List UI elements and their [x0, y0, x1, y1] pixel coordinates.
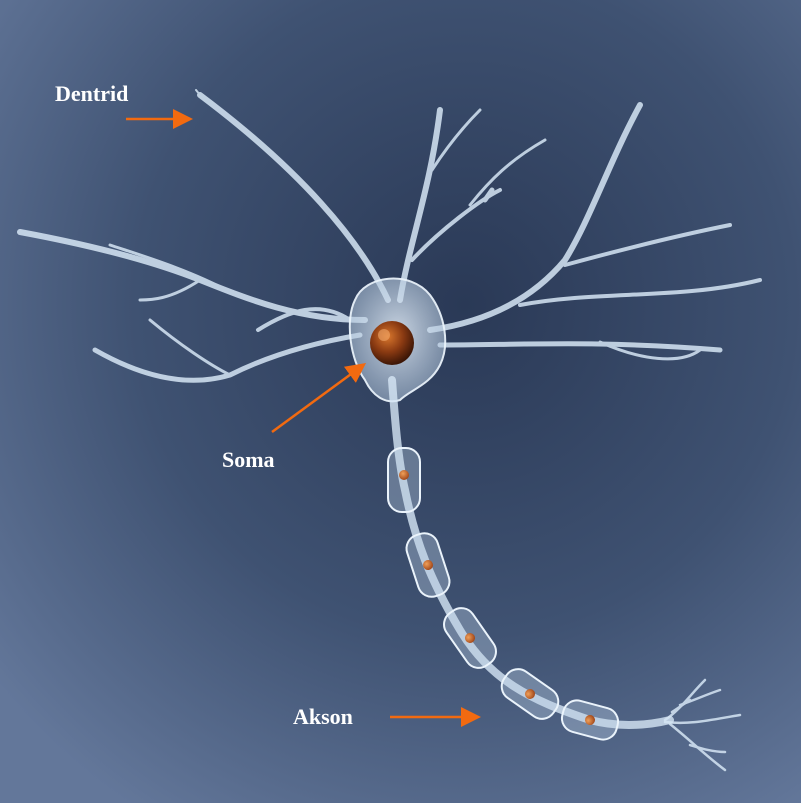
- nucleus: [370, 321, 414, 365]
- soma-label: Soma: [222, 449, 275, 471]
- dendrite-label: Dentrid: [55, 83, 128, 105]
- axon-label: Akson: [293, 706, 353, 728]
- nucleus-highlight: [378, 329, 390, 341]
- myelin-segment: [388, 448, 420, 512]
